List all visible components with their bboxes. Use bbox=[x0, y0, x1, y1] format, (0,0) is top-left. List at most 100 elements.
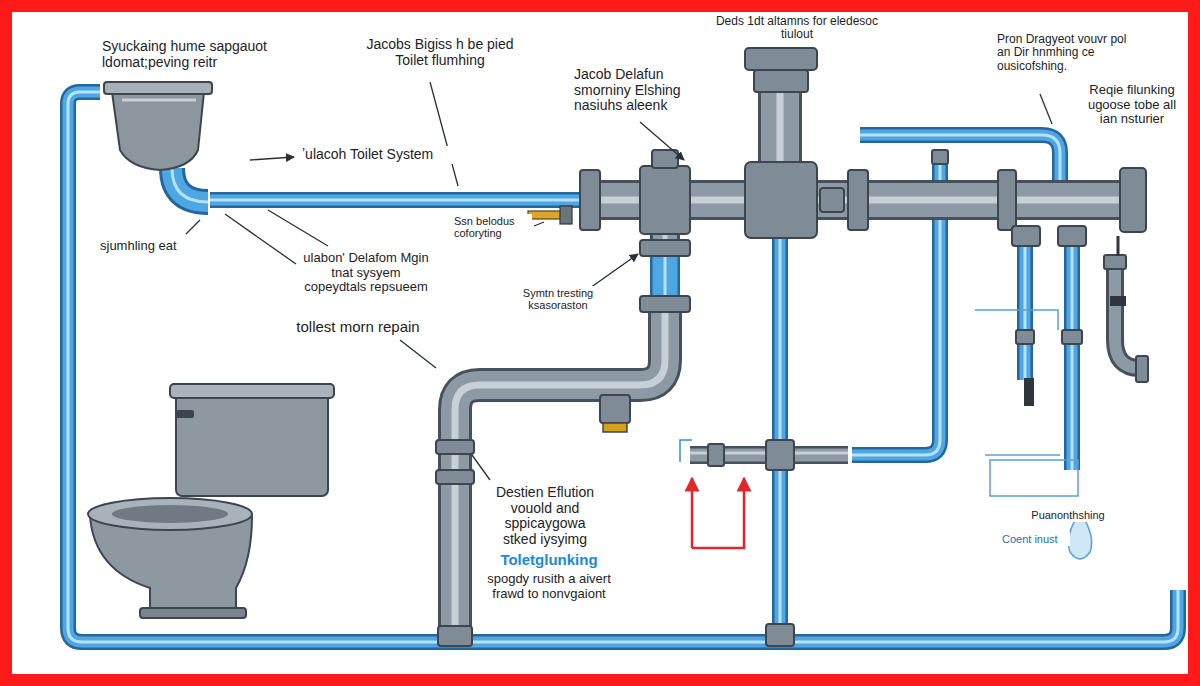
callout-label: spogdy rusith a aivert frawd to nonvgaio… bbox=[484, 571, 614, 602]
leader-line bbox=[186, 82, 1052, 480]
pipe-fitting bbox=[1136, 356, 1148, 382]
pipe-fitting bbox=[652, 150, 678, 168]
flow-arrow bbox=[692, 478, 744, 548]
pipe-fitting bbox=[436, 470, 474, 484]
blue-water-pipe bbox=[1024, 245, 1027, 380]
pipe-fitting bbox=[438, 626, 472, 646]
blue-water-pipe bbox=[650, 250, 680, 300]
toilet bbox=[170, 384, 334, 398]
blue-water-pipe bbox=[210, 192, 595, 208]
blue-water-pipe bbox=[775, 228, 786, 640]
pipe-fitting bbox=[766, 624, 794, 646]
callout-label: Deds 1dt altamns for eledesoc tiulout bbox=[712, 14, 882, 43]
callout-label: Symtn tresting ksasoraston bbox=[508, 286, 608, 313]
callout-label: Toletglunking bbox=[484, 551, 614, 570]
wall-basin bbox=[104, 82, 212, 94]
blue-water-pipe bbox=[779, 228, 782, 640]
blue-water-pipe bbox=[1064, 245, 1080, 470]
blue-water-pipe bbox=[1067, 245, 1078, 470]
blue-water-pipe bbox=[1020, 245, 1031, 380]
toilet bbox=[176, 410, 194, 418]
callout-label: tollest morn repain bbox=[268, 318, 448, 337]
leader-line bbox=[472, 455, 490, 480]
blue-water-pipe bbox=[68, 92, 1178, 642]
wall-basin bbox=[112, 92, 204, 170]
grey-drain-pipe bbox=[1115, 262, 1146, 368]
pipe-fitting bbox=[640, 240, 690, 256]
toilet bbox=[140, 608, 246, 618]
pipe-fitting bbox=[766, 440, 794, 470]
leader-line bbox=[640, 122, 684, 160]
shutoff-valve bbox=[1110, 296, 1126, 306]
callout-label: Destien Eflution vouold and sppicaygowa … bbox=[484, 484, 606, 549]
grey-drain-pipe bbox=[1115, 262, 1146, 368]
blue-water-pipe bbox=[1071, 245, 1074, 470]
toilet bbox=[112, 505, 228, 523]
toilet bbox=[88, 498, 252, 530]
toilet bbox=[176, 392, 328, 496]
leader-line bbox=[534, 222, 544, 226]
shutoff-valve bbox=[1117, 236, 1120, 256]
blue-water-pipe bbox=[1017, 245, 1033, 380]
callout-label: sjumhling eat bbox=[98, 238, 208, 255]
pipe-fitting bbox=[1062, 330, 1082, 344]
callout-label: Ssn belodus coforyting bbox=[452, 214, 532, 241]
flow-arrow bbox=[680, 440, 692, 462]
pipe-fitting bbox=[745, 48, 817, 70]
pipe-fitting bbox=[640, 296, 690, 312]
pipe-fitting bbox=[820, 188, 844, 212]
pipe-fitting bbox=[708, 444, 724, 466]
wall-basin bbox=[104, 82, 212, 170]
leader-line bbox=[400, 340, 436, 368]
blue-water-pipe bbox=[172, 168, 208, 202]
callout-label: Jacob Delafun smorniny Elshing nasiuhs a… bbox=[572, 66, 722, 115]
pipe-fitting bbox=[436, 440, 474, 454]
grey-drain-pipe bbox=[455, 300, 665, 640]
pipe-fitting bbox=[640, 166, 690, 234]
right-trap-assembly bbox=[975, 310, 1058, 330]
shutoff-valve bbox=[560, 206, 572, 224]
pipe-fitting bbox=[436, 48, 1148, 646]
pipe-fitting bbox=[1104, 255, 1126, 269]
right-trap-assembly bbox=[990, 460, 1078, 496]
leader-line bbox=[268, 210, 328, 246]
blue-water-pipe bbox=[68, 92, 1178, 642]
blue-water-pipe bbox=[210, 195, 595, 206]
grey-drain-pipe bbox=[455, 300, 665, 640]
pipe-fitting bbox=[998, 170, 1016, 230]
blue-water-pipe bbox=[172, 168, 208, 202]
pipe-fitting bbox=[1120, 168, 1146, 232]
flow-arrow bbox=[680, 440, 744, 548]
grey-drain-pipe bbox=[455, 300, 665, 640]
leader-line bbox=[225, 214, 296, 264]
leader-line bbox=[186, 220, 200, 234]
pipe-fitting bbox=[1058, 226, 1086, 246]
pipe-fitting bbox=[848, 170, 868, 230]
callout-label: ʼulacoh Toilet System bbox=[300, 146, 475, 164]
pipe-fitting bbox=[932, 150, 948, 164]
wall-basin bbox=[122, 99, 196, 102]
toilet bbox=[88, 384, 334, 618]
blue-water-pipe bbox=[172, 168, 208, 202]
callout-label: Syuckaing hume sapgauot ldomat;peving re… bbox=[100, 38, 300, 71]
blue-water-pipe bbox=[653, 250, 678, 300]
leader-line bbox=[430, 82, 458, 186]
blue-water-pipe bbox=[860, 135, 1060, 182]
blue-water-pipe bbox=[772, 228, 788, 640]
pipe-fitting bbox=[600, 395, 630, 423]
pipe-fitting bbox=[580, 170, 600, 230]
blue-water-pipe bbox=[860, 135, 1060, 182]
callout-label: Puanonthshing bbox=[1008, 508, 1128, 522]
blue-water-pipe bbox=[68, 92, 1178, 642]
leader-line bbox=[590, 254, 638, 288]
callout-label: ulabon' Delafom Mgin tnat sysyem copeydt… bbox=[300, 250, 432, 296]
flow-arrow bbox=[691, 478, 694, 548]
leader-line bbox=[250, 157, 294, 160]
pipe-fitting bbox=[754, 70, 808, 92]
callout-label: Pron Dragyeot vouvr pol an Dir hnmhing c… bbox=[995, 32, 1145, 74]
callout-label: Coent inust bbox=[1000, 532, 1070, 546]
